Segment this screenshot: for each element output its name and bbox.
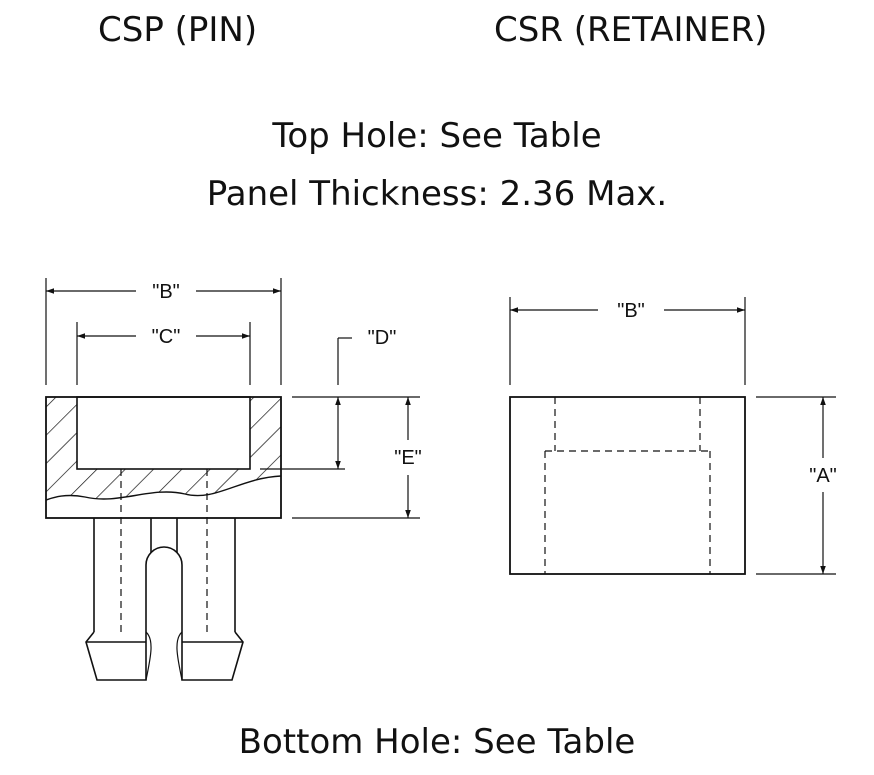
retainer-b-label: "B" (617, 300, 645, 322)
retainer-title: CSR (RETAINER) (494, 10, 768, 50)
pin-b-label: "B" (152, 281, 180, 303)
pin-drawing (45, 278, 420, 681)
panel-thickness-note: Panel Thickness: 2.36 Max. (206, 174, 668, 214)
pin-title: CSP (PIN) (98, 10, 258, 50)
bottom-hole-note: Bottom Hole: See Table (238, 722, 636, 762)
retainer-a-label: "A" (809, 465, 837, 487)
top-hole-note: Top Hole: See Table (272, 116, 602, 156)
pin-c-label: "C" (152, 326, 181, 348)
retainer-drawing (509, 297, 836, 575)
pin-d-label: "D" (368, 327, 397, 349)
pin-e-label: "E" (394, 447, 422, 469)
